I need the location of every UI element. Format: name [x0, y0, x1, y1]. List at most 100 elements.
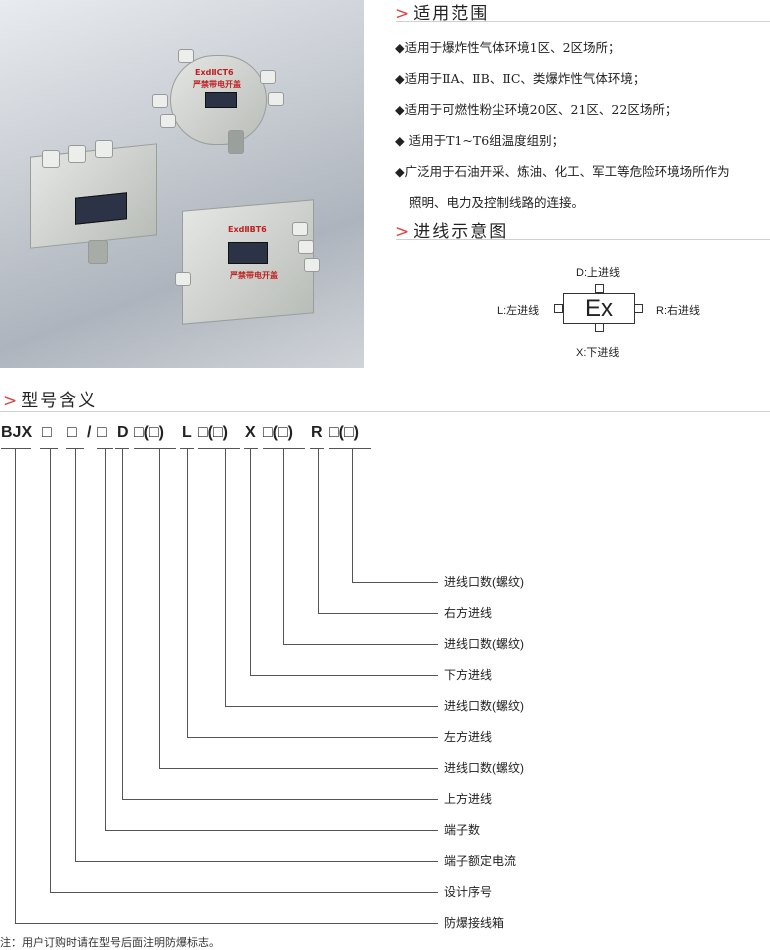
leader-horizontal [122, 799, 438, 800]
gland [88, 240, 108, 264]
gland [260, 70, 276, 84]
port-bottom [595, 323, 604, 332]
token-underline [263, 448, 305, 449]
leader-vertical [50, 448, 51, 892]
leader-horizontal [75, 861, 438, 862]
square-box-window [228, 242, 268, 264]
code-token: BJX [1, 424, 33, 441]
code-token: □ [97, 424, 107, 441]
square-box-label-1: ExdⅡBT6 [228, 225, 267, 234]
code-token: X [245, 424, 256, 441]
meaning-label: 端子额定电流 [444, 854, 517, 868]
scope-heading: >适用范围 [395, 0, 489, 24]
meaning-label: 下方进线 [444, 668, 493, 682]
gland [175, 272, 191, 286]
leader-vertical [352, 448, 353, 582]
gland [152, 94, 168, 108]
wiring-right-label: R:右进线 [656, 305, 700, 317]
rect-box-plate [75, 192, 127, 225]
leader-horizontal [283, 644, 438, 645]
leader-vertical [75, 448, 76, 861]
round-box-label-1: ExdⅡCT6 [195, 68, 234, 77]
token-underline [40, 448, 58, 449]
scope-item: ◆适用于可燃性粉尘环境20区、21区、22区场所； [395, 102, 678, 117]
scope-divider [396, 21, 770, 22]
meaning-label: 进线口数(螺纹) [444, 637, 524, 651]
meaning-label: 进线口数(螺纹) [444, 699, 524, 713]
meaning-label: 设计序号 [444, 885, 493, 899]
leader-vertical [250, 448, 251, 675]
wiring-bottom-label: X:下进线 [576, 347, 620, 359]
round-box-label-2: 严禁带电开盖 [193, 80, 241, 89]
model-divider [0, 411, 770, 412]
arrow-icon: > [395, 4, 412, 24]
code-token: □(□) [198, 424, 228, 441]
token-underline [134, 448, 176, 449]
scope-title: 适用范围 [413, 4, 490, 24]
gland [42, 150, 60, 168]
meaning-label: 端子数 [444, 823, 481, 837]
gland [268, 92, 284, 106]
meaning-label: 进线口数(螺纹) [444, 761, 524, 775]
gland [304, 258, 320, 272]
model-heading: >型号含义 [3, 386, 97, 411]
round-box-window [205, 92, 237, 108]
meaning-label: 上方进线 [444, 792, 493, 806]
code-token: □ [42, 424, 52, 441]
square-box-label-2: 严禁带电开盖 [230, 271, 278, 280]
leader-horizontal [187, 737, 438, 738]
wiring-title: 进线示意图 [413, 222, 509, 242]
port-left [554, 304, 563, 313]
leader-vertical [318, 448, 319, 613]
gland [228, 130, 244, 154]
leader-vertical [15, 448, 16, 923]
arrow-icon: > [395, 222, 412, 242]
scope-item: ◆适用于爆炸性气体环境1区、2区场所； [395, 40, 621, 55]
code-token: D [117, 424, 129, 441]
leader-vertical [283, 448, 284, 644]
scope-item: ◆适用于ⅡA、ⅡB、ⅡC、类爆炸性气体环境； [395, 71, 646, 86]
gland [95, 140, 113, 158]
token-underline [1, 448, 31, 449]
scope-item: ◆广泛用于石油开采、炼油、化工、军工等危险环境场所作为 [395, 164, 730, 179]
wiring-left-label: L:左进线 [497, 305, 540, 317]
leader-horizontal [159, 768, 438, 769]
wiring-heading: >进线示意图 [395, 217, 508, 242]
leader-vertical [159, 448, 160, 768]
leader-vertical [187, 448, 188, 737]
leader-horizontal [15, 923, 438, 924]
gland [298, 240, 314, 254]
model-title: 型号含义 [21, 391, 98, 411]
meaning-label: 左方进线 [444, 730, 493, 744]
leader-vertical [105, 448, 106, 830]
ex-enclosure: Ex [563, 293, 635, 324]
code-token: R [311, 424, 323, 441]
leader-vertical [122, 448, 123, 799]
code-token: □(□) [263, 424, 293, 441]
arrow-icon: > [3, 391, 20, 411]
order-note: 注：用户订购时请在型号后面注明防爆标志。 [0, 936, 220, 949]
code-token: □(□) [329, 424, 359, 441]
token-underline [329, 448, 371, 449]
leader-horizontal [50, 892, 438, 893]
scope-item: ◆ 适用于T1~T6组温度组别； [395, 133, 565, 148]
port-right [634, 304, 643, 313]
code-token: □ [67, 424, 77, 441]
leader-horizontal [225, 706, 438, 707]
leader-horizontal [105, 830, 438, 831]
leader-horizontal [318, 613, 438, 614]
port-top [595, 284, 604, 293]
scope-list: ◆适用于爆炸性气体环境1区、2区场所； ◆适用于ⅡA、ⅡB、ⅡC、类爆炸性气体环… [395, 32, 730, 218]
wiring-divider [396, 239, 770, 240]
gland [292, 222, 308, 236]
gland [68, 145, 86, 163]
leader-horizontal [250, 675, 438, 676]
gland [178, 49, 194, 63]
code-token: L [182, 424, 192, 441]
product-photo: ExdⅡCT6 严禁带电开盖 ExdⅡBT6 严禁带电开盖 [0, 0, 364, 368]
code-token: / [87, 424, 92, 441]
code-token: □(□) [134, 424, 164, 441]
token-underline [198, 448, 240, 449]
scope-item-continued: 照明、电力及控制线路的连接。 [409, 195, 585, 210]
meaning-label: 防爆接线箱 [444, 916, 505, 930]
